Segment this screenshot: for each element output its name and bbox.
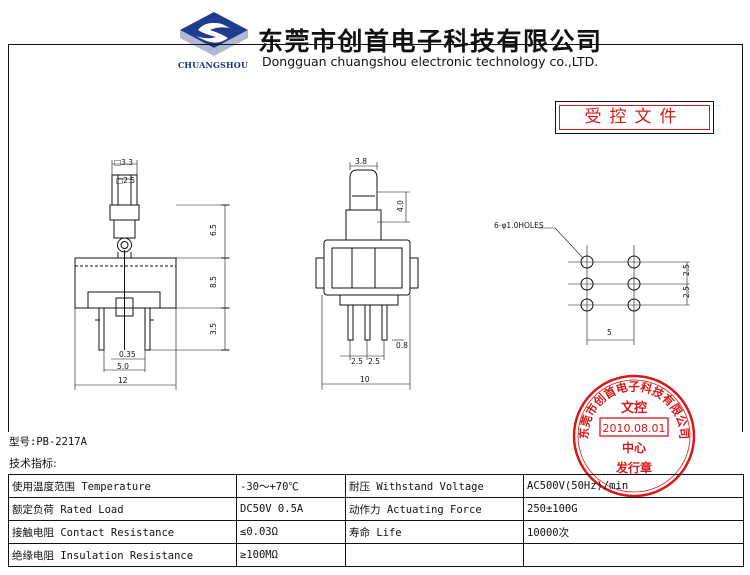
spec-key: 绝缘电阻 Insulation Resistance <box>8 543 237 567</box>
spec-key: 使用温度范围 Temperature <box>8 474 237 498</box>
dim-front-h2: 8.5 <box>209 276 218 288</box>
spec-key: 耐压 Withstand Voltage <box>345 474 524 498</box>
pcb-dim-h: 5 <box>607 328 612 337</box>
spec-value: 10000次 <box>523 520 744 544</box>
spec-key: 接触电阻 Contact Resistance <box>8 520 237 544</box>
spec-value <box>523 543 744 567</box>
table-row: 接触电阻 Contact Resistance ≤0.03Ω 寿命 Life 1… <box>8 520 744 544</box>
company-logo-icon <box>180 12 248 56</box>
company-name-english: Dongguan chuangshou electronic technolog… <box>262 54 599 69</box>
pcb-holes-label: 6-φ1.0HOLES <box>494 221 544 230</box>
pcb-hole-layout <box>538 227 690 345</box>
dim-button-width: 3.8 <box>355 157 367 166</box>
dim-pin-thickness: 0.8 <box>396 341 408 350</box>
spec-value: -30～+70℃ <box>236 474 346 498</box>
dim-pitch-1: 2.5 <box>351 357 363 366</box>
seal-bottom: 发行章 <box>615 460 652 475</box>
dim-top-outer: □3.3 <box>114 158 133 167</box>
dim-side-width: 10 <box>360 375 370 384</box>
controlled-doc-stamp: 受控文件 <box>559 105 710 130</box>
model-number: 型号:PB-2217A <box>9 436 87 448</box>
frame-left-border <box>8 44 9 432</box>
dim-top-inner: □2.5 <box>116 176 135 185</box>
side-view <box>315 162 419 390</box>
table-row: 使用温度范围 Temperature -30～+70℃ 耐压 Withstand… <box>8 474 744 498</box>
spec-key: 额定负荷 Rated Load <box>8 497 237 521</box>
spec-key: 动作力 Actuating Force <box>345 497 524 521</box>
header-divider <box>8 44 742 45</box>
logo-wordmark: CHUANGSHOU <box>177 60 249 70</box>
dim-front-h1: 6.5 <box>209 224 218 236</box>
technical-drawing: □3.3 □2.5 6.5 8.5 3.5 0.35 5.0 12 <box>74 157 691 390</box>
spec-value: AC500V(50Hz)/min <box>523 474 744 498</box>
dim-pin-width: 0.35 <box>119 350 136 359</box>
spec-value: 250±100G <box>523 497 744 521</box>
dim-pitch-2: 2.5 <box>368 357 380 366</box>
dim-pin-spacing: 5.0 <box>117 362 129 371</box>
spec-title: 技术指标: <box>9 457 57 470</box>
issue-seal-stamp: 东莞市创首电子科技有限公司 文控 2010.08.01 中心 发行章 <box>572 374 696 498</box>
seal-line1: 文控 <box>621 400 647 416</box>
frame-right-border <box>742 44 743 432</box>
company-name-chinese: 东莞市创首电子科技有限公司 <box>258 27 603 56</box>
dim-button-height: 4.0 <box>396 200 405 212</box>
spec-key: 寿命 Life <box>345 520 524 544</box>
spec-value: ≤0.03Ω <box>236 520 346 544</box>
pcb-dim-v1: 2.5 <box>682 264 691 276</box>
table-row: 绝缘电阻 Insulation Resistance ≥100MΩ <box>8 543 744 567</box>
spec-value: DC50V 0.5A <box>236 497 346 521</box>
controlled-doc-frame <box>555 101 714 134</box>
spec-value: ≥100MΩ <box>236 543 346 567</box>
table-row: 额定负荷 Rated Load DC50V 0.5A 动作力 Actuating… <box>8 497 744 521</box>
spec-key <box>345 543 524 567</box>
dim-front-width: 12 <box>118 376 128 385</box>
dim-front-h3: 3.5 <box>209 323 218 335</box>
front-view <box>74 160 230 390</box>
spec-table: 使用温度范围 Temperature -30～+70℃ 耐压 Withstand… <box>8 474 744 567</box>
seal-line2: 中心 <box>622 440 646 455</box>
pcb-dim-v2: 2.5 <box>682 286 691 298</box>
seal-date: 2010.08.01 <box>603 422 666 435</box>
